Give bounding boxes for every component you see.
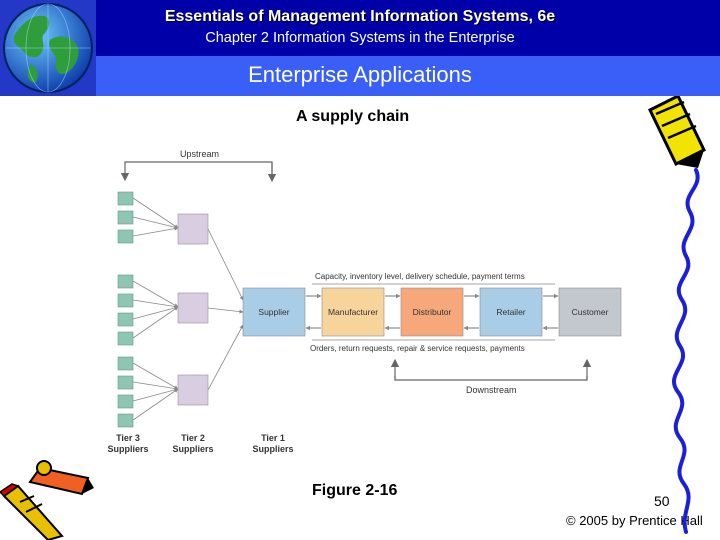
node-link-arrows [305, 293, 559, 331]
slide-title: Enterprise Applications [248, 62, 472, 87]
chapter-title: Chapter 2 Information Systems in the Ent… [205, 30, 515, 46]
course-title: Essentials of Management Information Sys… [164, 8, 556, 25]
tier3-supplier-box [117, 210, 134, 225]
manufacturer-node [321, 287, 385, 337]
diagram-caption: A supply chain [296, 108, 410, 125]
info-flow-label: Capacity, inventory level, delivery sche… [315, 272, 525, 281]
pencil-squiggle-clipart [648, 96, 706, 534]
tier3-sublabel: Suppliers [107, 444, 148, 454]
tier2-supplier-box [177, 213, 209, 245]
tier2-supplier-box [177, 374, 209, 406]
squiggle-line-icon [672, 168, 700, 534]
tier3-label: Tier 3 [116, 433, 140, 443]
globe-logo-box [0, 0, 96, 96]
tier3-supplier-box [117, 191, 134, 206]
slide-header: Essentials of Management Information Sys… [0, 0, 720, 96]
header-band-top [96, 0, 720, 56]
tier3-supplier-box [117, 356, 134, 371]
tier3-supplier-box [117, 293, 134, 308]
tier2-sublabel: Suppliers [172, 444, 213, 454]
supplier-node [242, 287, 306, 337]
tier3-supplier-box [117, 375, 134, 390]
downstream-arrow [390, 358, 592, 381]
downstream-label: Downstream [466, 385, 517, 395]
upstream-arrow [120, 161, 277, 183]
supplier-node-label: Supplier [258, 307, 289, 317]
customer-node-label: Customer [572, 307, 609, 317]
header-band-bottom [96, 56, 720, 96]
tier2-to-tier1-connectors [207, 228, 244, 391]
tier3-supplier-box [117, 394, 134, 409]
tier3-supplier-box [117, 312, 134, 327]
globe-icon [3, 3, 93, 93]
customer-node [558, 287, 622, 337]
tier3-supplier-box [117, 413, 134, 428]
tier3-to-tier2-connectors [132, 197, 179, 421]
pencils-icon [0, 460, 94, 540]
tier2-supplier-box [177, 292, 209, 324]
tier-labels: Tier 3 Suppliers Tier 2 Suppliers Tier 1… [107, 433, 293, 454]
tier3-supplier-box [117, 331, 134, 346]
tier2-suppliers-group [177, 213, 209, 406]
slide-number: 50 [654, 493, 670, 509]
tier3-supplier-box [117, 229, 134, 244]
supply-chain-nodes: Supplier Manufacturer Distributor Retail… [242, 287, 622, 337]
distributor-node [400, 287, 464, 337]
retailer-node-label: Retailer [496, 307, 525, 317]
retailer-node [479, 287, 543, 337]
tier1-label: Tier 1 [261, 433, 285, 443]
figure-label: Figure 2-16 [312, 482, 398, 499]
upstream-label: Upstream [180, 149, 219, 159]
manufacturer-node-label: Manufacturer [328, 307, 378, 317]
tier2-label: Tier 2 [181, 433, 205, 443]
pencil-icon [648, 96, 706, 168]
distributor-node-label: Distributor [413, 307, 452, 317]
supply-chain-diagram: Upstream Ca [107, 149, 622, 454]
tier1-sublabel: Suppliers [252, 444, 293, 454]
copyright-text: © 2005 by Prentice Hall [566, 513, 703, 528]
pencils-clipart [0, 460, 94, 540]
tier3-suppliers-group [117, 191, 134, 428]
tier3-supplier-box [117, 274, 134, 289]
return-flow-label: Orders, return requests, repair & servic… [310, 344, 525, 353]
